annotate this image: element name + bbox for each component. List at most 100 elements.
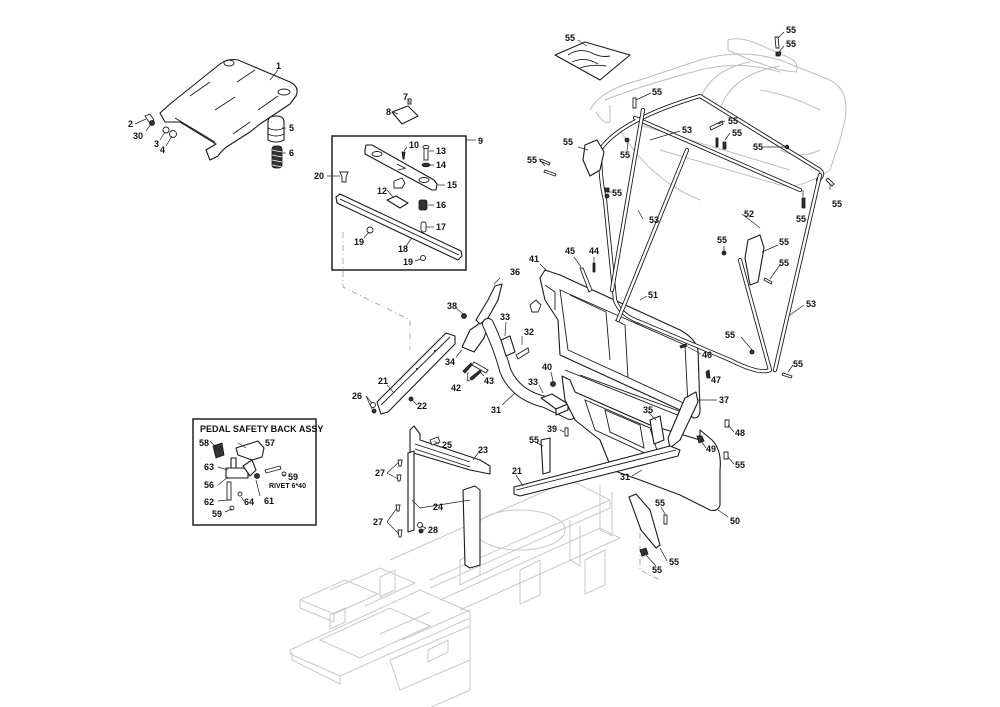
callout-34: 34 xyxy=(445,357,455,367)
callout-55-t10: 55 xyxy=(612,188,622,198)
clip-part-25 xyxy=(429,436,441,446)
nut-part-40 xyxy=(550,381,556,387)
callout-53b: 53 xyxy=(649,215,659,225)
callout-55-r2: 55 xyxy=(796,214,806,224)
nut-part-49 xyxy=(696,435,705,444)
callout-55-t5: 55 xyxy=(732,128,742,138)
rail-part-21-long xyxy=(513,445,681,497)
plate-part-15 xyxy=(364,144,438,191)
screw-part-10 xyxy=(401,151,406,160)
callout-55-t7: 55 xyxy=(563,137,573,147)
bracket-part-37 xyxy=(667,391,699,449)
nut-part-19a xyxy=(366,226,374,234)
seat-plate-part-1 xyxy=(159,58,298,161)
callout-13: 13 xyxy=(436,146,446,156)
pin-part-45 xyxy=(579,267,593,293)
callout-4: 4 xyxy=(160,145,165,155)
hinge-plate-52 xyxy=(744,234,765,286)
bolt-part-55-bottom xyxy=(663,514,668,525)
fasteners-55 xyxy=(539,36,835,460)
callout-22: 22 xyxy=(417,401,427,411)
callout-2: 2 xyxy=(128,119,133,129)
callout-27b: 27 xyxy=(373,517,383,527)
callout-26: 26 xyxy=(352,391,362,401)
callout-64: 64 xyxy=(244,497,254,507)
bracket-part-55-bottom xyxy=(628,493,661,549)
callout-55-t2: 55 xyxy=(786,39,796,49)
alignment-line xyxy=(639,520,661,581)
callout-35: 35 xyxy=(643,405,653,415)
callout-25: 25 xyxy=(442,440,452,450)
callout-32: 32 xyxy=(524,327,534,337)
post-part-24-right xyxy=(462,485,481,569)
pin-part-43 xyxy=(471,361,489,374)
nut-part-19b xyxy=(420,255,426,261)
callout-55-b2: 55 xyxy=(669,557,679,567)
screw-part-46 xyxy=(679,343,688,349)
callout-55-r4: 55 xyxy=(717,235,727,245)
callout-10: 10 xyxy=(409,140,419,150)
nut-part-55-bottom xyxy=(639,547,649,557)
callout-42: 42 xyxy=(451,383,461,393)
callout-16: 16 xyxy=(436,200,446,210)
callout-55-l1: 55 xyxy=(529,435,539,445)
callout-55-r5: 55 xyxy=(779,237,789,247)
callout-59b: 59 xyxy=(212,509,222,519)
bracket-part-36 xyxy=(475,283,503,325)
callout-55-t9: 55 xyxy=(527,155,537,165)
bracket-part-23 xyxy=(409,425,491,475)
callout-55-t3: 55 xyxy=(652,87,662,97)
callout-30: 30 xyxy=(133,131,143,141)
callout-9: 9 xyxy=(478,136,483,146)
bracket-part-21-left xyxy=(376,332,456,415)
arm-part-31 xyxy=(482,318,576,420)
callout-17: 17 xyxy=(436,222,446,232)
callout-24: 24 xyxy=(433,502,443,512)
pad-part-33-upper xyxy=(500,335,516,357)
callout-61: 61 xyxy=(264,496,274,506)
callout-5: 5 xyxy=(289,123,294,133)
callout-53a: 53 xyxy=(682,125,692,135)
callout-46: 46 xyxy=(702,350,712,360)
callout-18: 18 xyxy=(398,244,408,254)
leader-lines xyxy=(134,31,831,567)
callout-21a: 21 xyxy=(378,376,388,386)
callout-31a: 31 xyxy=(491,405,501,415)
post-part-24-left xyxy=(407,450,415,533)
callout-36: 36 xyxy=(510,267,520,277)
callout-52: 52 xyxy=(744,209,754,219)
screw-part-44 xyxy=(592,262,596,273)
grass-bag-ghost xyxy=(589,38,847,201)
callout-55-t4: 55 xyxy=(728,116,738,126)
inset-title: PEDAL SAFETY BACK ASSY xyxy=(200,424,323,434)
bolt-part-32 xyxy=(515,347,530,360)
callout-53c: 53 xyxy=(806,299,816,309)
callout-55-r3: 55 xyxy=(832,199,842,209)
callout-55-b1: 55 xyxy=(655,498,665,508)
rail-part-18 xyxy=(335,193,463,261)
callout-19b: 19 xyxy=(403,257,413,267)
callout-55-b3: 55 xyxy=(652,565,662,575)
chassis-frame-ghost xyxy=(289,479,622,707)
callout-59a: 59 xyxy=(288,472,298,482)
panel-part-50 xyxy=(561,375,721,511)
callout-23: 23 xyxy=(478,445,488,455)
bolts-part-27-28 xyxy=(395,459,424,538)
callout-47: 47 xyxy=(711,375,721,385)
callout-6: 6 xyxy=(289,148,294,158)
callout-8: 8 xyxy=(386,107,391,117)
callout-55-r6: 55 xyxy=(779,258,789,268)
latch-part-12 xyxy=(386,195,409,209)
callout-33a: 33 xyxy=(500,312,510,322)
callout-1: 1 xyxy=(276,61,281,71)
callout-43: 43 xyxy=(484,376,494,386)
spring-part-6 xyxy=(271,145,283,169)
fastener-kit-bag-55 xyxy=(554,41,631,81)
callout-27a: 27 xyxy=(375,468,385,478)
callout-50: 50 xyxy=(730,516,740,526)
spring-part-16 xyxy=(418,199,428,211)
callout-21b: 21 xyxy=(512,466,522,476)
callout-38: 38 xyxy=(447,301,457,311)
callout-57: 57 xyxy=(265,438,275,448)
